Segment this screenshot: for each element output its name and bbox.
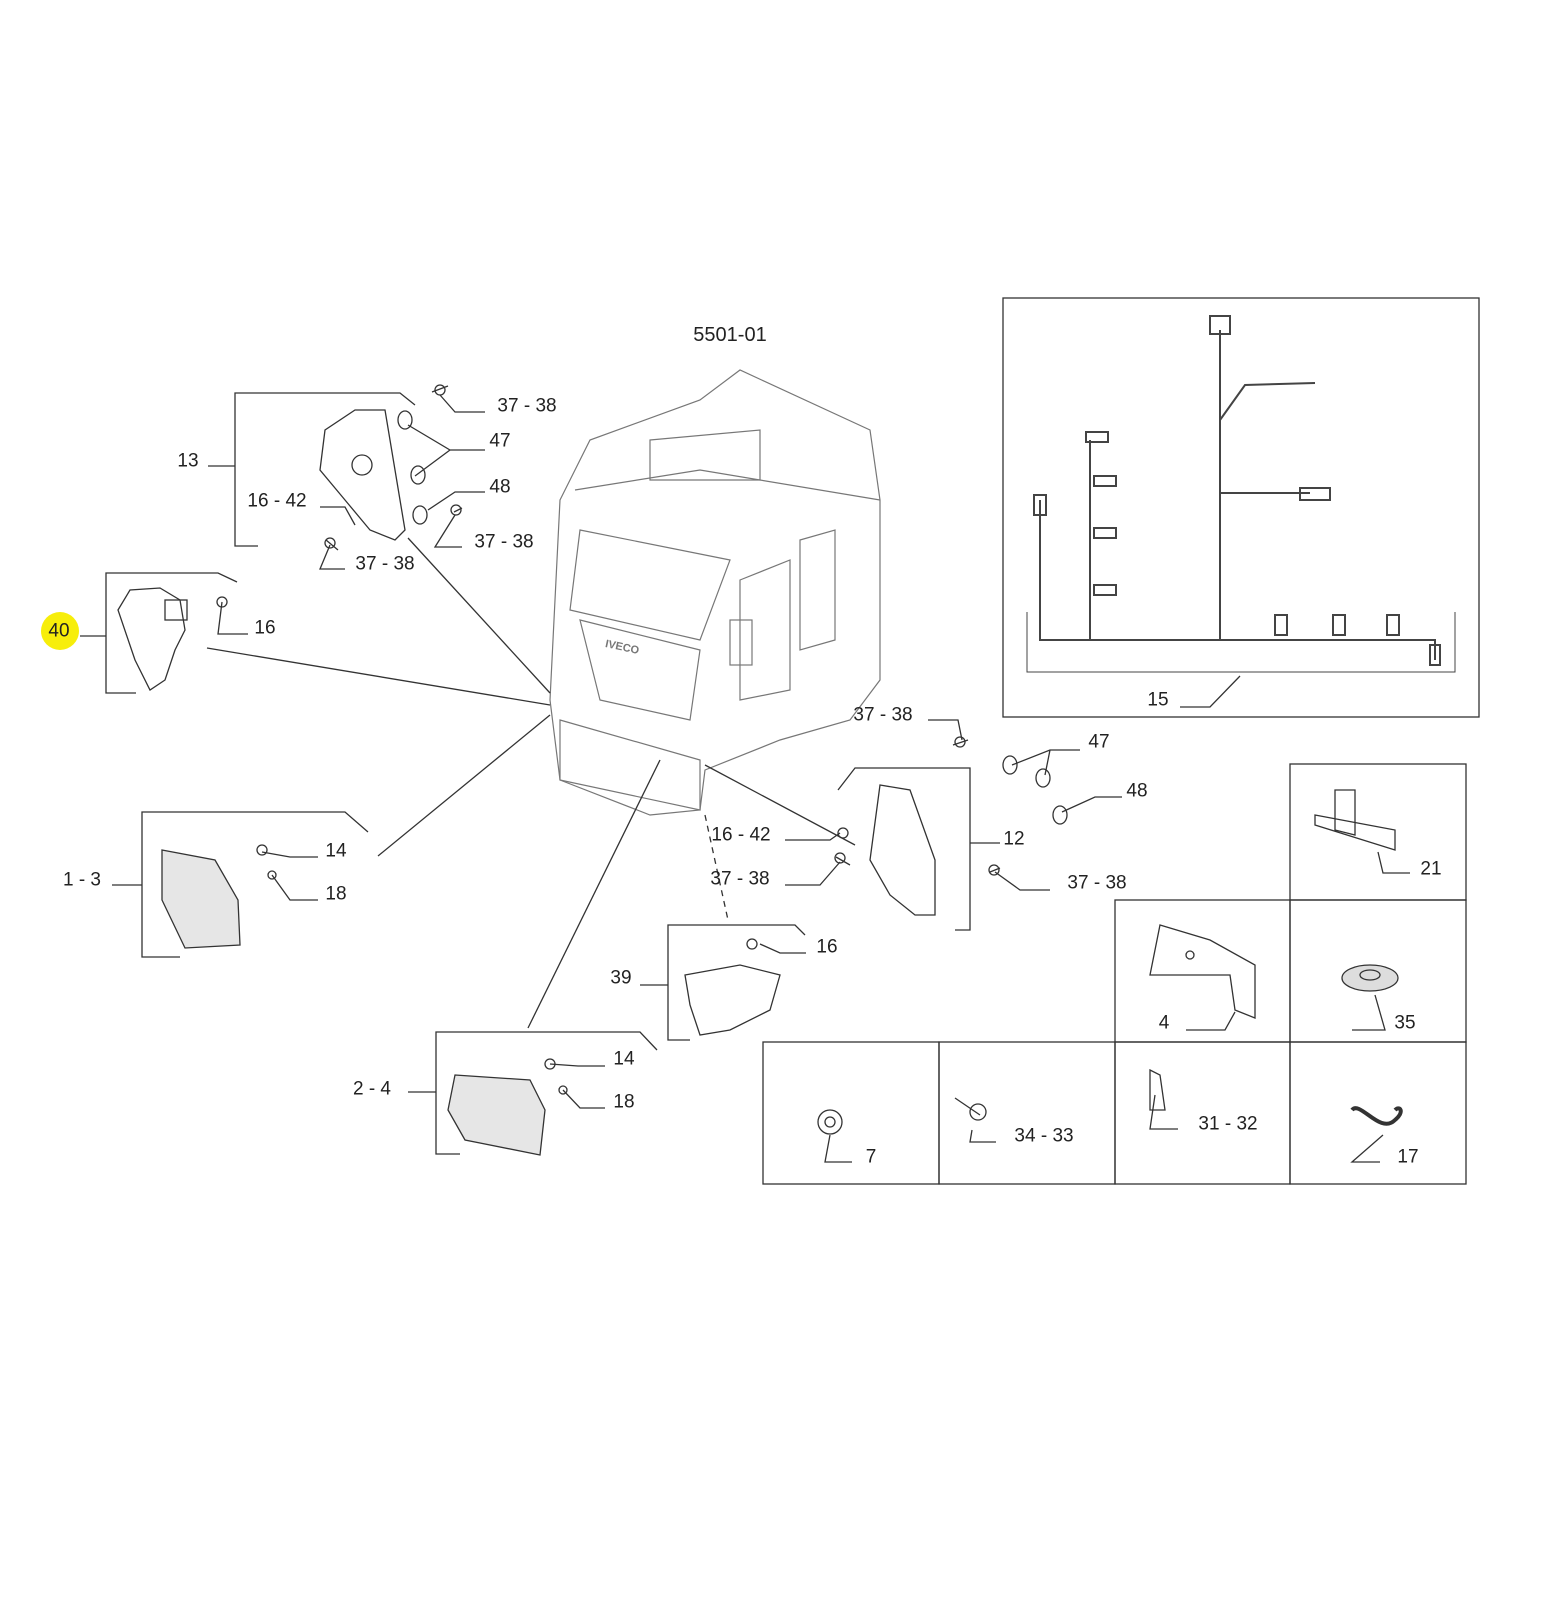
part-4-bracket — [1149, 924, 1256, 1019]
callout-16-42[interactable]: 16 - 42 — [247, 490, 307, 512]
callout-18[interactable]: 18 — [613, 1091, 635, 1113]
callout-40-highlighted[interactable]: 40 — [48, 620, 70, 642]
part-35-washer — [1341, 964, 1399, 992]
callout-35[interactable]: 35 — [1394, 1012, 1416, 1034]
callout-37-38[interactable]: 37 - 38 — [1067, 872, 1127, 894]
callout-37-38[interactable]: 37 - 38 — [710, 868, 770, 890]
leader-lines — [206, 537, 856, 1029]
wiring-harness-box — [1002, 297, 1480, 718]
part-2-4-fog-lamp — [447, 1058, 568, 1156]
callout-16[interactable]: 16 — [254, 617, 276, 639]
callout-47[interactable]: 47 — [1088, 731, 1110, 753]
callout-37-38[interactable]: 37 - 38 — [474, 531, 534, 553]
part-1-3-fog-lamp — [161, 844, 277, 949]
callout-4[interactable]: 4 — [1158, 1012, 1170, 1034]
callout-16[interactable]: 16 — [816, 936, 838, 958]
part-7-nut — [817, 1109, 843, 1135]
group-brackets — [80, 392, 1000, 1155]
part-39-side-lamp — [684, 938, 781, 1036]
callout-48[interactable]: 48 — [489, 476, 511, 498]
callout-34-33[interactable]: 34 - 33 — [1014, 1125, 1074, 1147]
callout-37-38[interactable]: 37 - 38 — [853, 704, 913, 726]
callout-39[interactable]: 39 — [610, 967, 632, 989]
leader-line — [1180, 675, 1241, 708]
callout-7[interactable]: 7 — [865, 1146, 877, 1168]
callout-37-38[interactable]: 37 - 38 — [497, 395, 557, 417]
screws — [324, 384, 1001, 876]
callout-47[interactable]: 47 — [489, 430, 511, 452]
callout-15[interactable]: 15 — [1147, 689, 1169, 711]
highlight-marker — [41, 612, 79, 650]
part-34-33-bolt — [954, 1097, 987, 1121]
part-12-lamp-bracket — [837, 784, 936, 916]
callout-2-4[interactable]: 2 - 4 — [352, 1078, 392, 1100]
callout-12[interactable]: 12 — [1003, 828, 1025, 850]
callout-17[interactable]: 17 — [1397, 1146, 1419, 1168]
part-21-holder — [1314, 789, 1396, 851]
callout-14[interactable]: 14 — [325, 840, 347, 862]
callout-13[interactable]: 13 — [177, 450, 199, 472]
callout-1-3[interactable]: 1 - 3 — [62, 869, 102, 891]
callout-18[interactable]: 18 — [325, 883, 347, 905]
callout-37-38[interactable]: 37 - 38 — [355, 553, 415, 575]
callout-16-42[interactable]: 16 - 42 — [711, 824, 771, 846]
washers-47-48 — [397, 410, 1068, 825]
part-17-clamp — [1350, 1106, 1403, 1126]
truck-cab — [549, 369, 881, 816]
small-parts-grid — [762, 763, 1467, 1185]
callout-leaders — [217, 394, 1410, 1163]
callout-31-32[interactable]: 31 - 32 — [1198, 1113, 1258, 1135]
part-13-lamp-bracket — [319, 409, 406, 541]
callout-48[interactable]: 48 — [1126, 780, 1148, 802]
diagram-code: 5501-01 — [693, 324, 767, 346]
wiring-harness — [1026, 315, 1456, 673]
callout-21[interactable]: 21 — [1420, 858, 1442, 880]
callout-14[interactable]: 14 — [613, 1048, 635, 1070]
part-40-side-lamp — [117, 587, 228, 691]
part-31-32-clip — [1149, 1068, 1166, 1111]
